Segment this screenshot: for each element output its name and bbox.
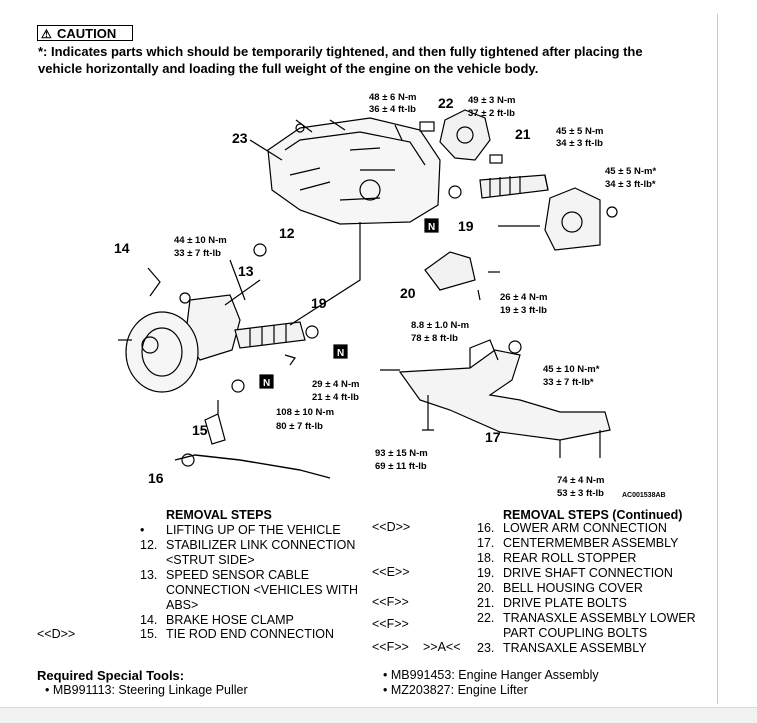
torque-label: 108 ± 10 N-m bbox=[276, 407, 334, 418]
special-tools-title: Required Special Tools: bbox=[37, 668, 185, 683]
part-number: 19 bbox=[311, 295, 327, 311]
torque-label: 33 ± 7 ft-lb* bbox=[543, 377, 594, 388]
torque-label: 34 ± 3 ft-lb* bbox=[605, 179, 656, 190]
n-mark: N bbox=[428, 222, 435, 233]
step-number: 12. bbox=[140, 538, 158, 552]
bullet: • bbox=[383, 683, 388, 697]
step-number: 20. bbox=[477, 581, 495, 595]
step-number: 23. bbox=[477, 641, 495, 655]
part-number: 16 bbox=[148, 470, 164, 486]
removal-steps-header: REMOVAL STEPS (Continued) bbox=[503, 508, 683, 522]
part-number: 22 bbox=[438, 95, 454, 111]
figure-code: AC001538AB bbox=[622, 492, 666, 499]
torque-label: 33 ± 7 ft-lb bbox=[174, 248, 221, 259]
step-number: 13. bbox=[140, 568, 158, 582]
part-number: 20 bbox=[400, 285, 416, 301]
step-number: 19. bbox=[477, 566, 495, 580]
torque-label: 78 ± 8 ft-lb bbox=[411, 333, 458, 344]
bullet: • bbox=[383, 668, 388, 682]
torque-label: 49 ± 3 N-m bbox=[468, 95, 515, 106]
step-text: CONNECTION <VEHICLES WITH bbox=[166, 583, 359, 597]
torque-label: 48 ± 6 N-m bbox=[369, 92, 416, 103]
caution-label: CAUTION bbox=[57, 26, 117, 41]
torque-label: 69 ± 11 ft-lb bbox=[375, 461, 427, 472]
tool-text: MZ203827: Engine Lifter bbox=[390, 683, 528, 697]
step-number: 21. bbox=[477, 596, 495, 610]
part-number: 14 bbox=[114, 240, 130, 256]
step-number: • bbox=[140, 523, 145, 537]
step-text: ABS> bbox=[166, 598, 199, 612]
part-number: 19 bbox=[458, 218, 474, 234]
step-text: SPEED SENSOR CABLE bbox=[166, 568, 310, 582]
torque-label: 21 ± 4 ft-lb bbox=[312, 392, 359, 403]
step-ref: <<F>> bbox=[372, 640, 409, 654]
warning-triangle-icon: ⚠ bbox=[41, 27, 52, 41]
torque-label: 44 ± 10 N-m bbox=[174, 235, 227, 246]
step-ref: >>A<< bbox=[423, 640, 461, 654]
n-mark: N bbox=[337, 348, 344, 359]
tool-item: • MZ203827: Engine Lifter bbox=[383, 683, 528, 697]
step-text: TRANSAXLE ASSEMBLY bbox=[503, 641, 647, 655]
caution-badge: ⚠ CAUTION bbox=[37, 25, 133, 41]
step-text: TRANASXLE ASSEMBLY LOWER bbox=[503, 611, 696, 625]
step-ref: <<D>> bbox=[37, 627, 76, 641]
step-ref: <<F>> bbox=[372, 595, 409, 609]
torque-label: 93 ± 15 N-m bbox=[375, 448, 428, 459]
step-ref: <<F>> bbox=[372, 617, 409, 631]
step-number: 15. bbox=[140, 627, 158, 641]
page-border bbox=[717, 14, 718, 704]
step-text: CENTERMEMBER ASSEMBLY bbox=[503, 536, 679, 550]
caution-text-line1: *: Indicates parts which should be tempo… bbox=[38, 44, 643, 59]
tool-text: MB991453: Engine Hanger Assembly bbox=[390, 668, 599, 682]
part-number: 17 bbox=[485, 429, 501, 445]
n-mark: N bbox=[263, 378, 270, 389]
torque-label: 74 ± 4 N-m bbox=[557, 475, 604, 486]
part-number: 15 bbox=[192, 422, 208, 438]
torque-label: 34 ± 3 ft-lb bbox=[556, 138, 603, 149]
step-text: LOWER ARM CONNECTION bbox=[503, 521, 667, 535]
step-text: LIFTING UP OF THE VEHICLE bbox=[166, 523, 341, 537]
torque-label: 19 ± 3 ft-lb bbox=[500, 305, 547, 316]
step-text: PART COUPLING BOLTS bbox=[503, 626, 648, 640]
part-number: 23 bbox=[232, 130, 248, 146]
tool-item: • MB991113: Steering Linkage Puller bbox=[45, 683, 248, 697]
tool-item: • MB991453: Engine Hanger Assembly bbox=[383, 668, 599, 682]
step-text: REAR ROLL STOPPER bbox=[503, 551, 637, 565]
step-number: 16. bbox=[477, 521, 495, 535]
step-text: TIE ROD END CONNECTION bbox=[166, 627, 335, 641]
torque-label: 45 ± 10 N-m* bbox=[543, 364, 600, 375]
step-text: <STRUT SIDE> bbox=[166, 553, 255, 567]
torque-label: 45 ± 5 N-m* bbox=[605, 166, 656, 177]
tool-text: MB991113: Steering Linkage Puller bbox=[52, 683, 248, 697]
torque-label: 26 ± 4 N-m bbox=[500, 292, 547, 303]
part-number: 13 bbox=[238, 263, 254, 279]
torque-label: 45 ± 5 N-m bbox=[556, 126, 603, 137]
step-number: 22. bbox=[477, 611, 495, 625]
step-number: 14. bbox=[140, 613, 158, 627]
step-ref: <<D>> bbox=[372, 520, 411, 534]
torque-label: 8.8 ± 1.0 N-m bbox=[411, 320, 469, 331]
torque-label: 80 ± 7 ft-lb bbox=[276, 421, 323, 432]
step-text: STABILIZER LINK CONNECTION bbox=[166, 538, 356, 552]
bullet: • bbox=[45, 683, 50, 697]
caution-text: *: Indicates parts which should be tempo… bbox=[38, 43, 708, 77]
step-text: BRAKE HOSE CLAMP bbox=[166, 613, 294, 627]
torque-label: 36 ± 4 ft-lb bbox=[369, 104, 416, 115]
step-text: BELL HOUSING COVER bbox=[503, 581, 643, 595]
step-ref: <<E>> bbox=[372, 565, 410, 579]
part-number: 21 bbox=[515, 126, 531, 142]
part-number: 12 bbox=[279, 225, 295, 241]
step-text: DRIVE SHAFT CONNECTION bbox=[503, 566, 673, 580]
caution-text-line2: vehicle horizontally and loading the ful… bbox=[38, 61, 539, 76]
step-text: DRIVE PLATE BOLTS bbox=[503, 596, 627, 610]
viewer-bottom-bar bbox=[0, 707, 757, 723]
removal-steps-header: REMOVAL STEPS bbox=[166, 508, 272, 522]
torque-label: 53 ± 3 ft-lb bbox=[557, 488, 604, 499]
torque-label: 37 ± 2 ft-lb bbox=[468, 108, 515, 119]
step-number: 18. bbox=[477, 551, 495, 565]
step-number: 17. bbox=[477, 536, 495, 550]
torque-label: 29 ± 4 N-m bbox=[312, 379, 359, 390]
